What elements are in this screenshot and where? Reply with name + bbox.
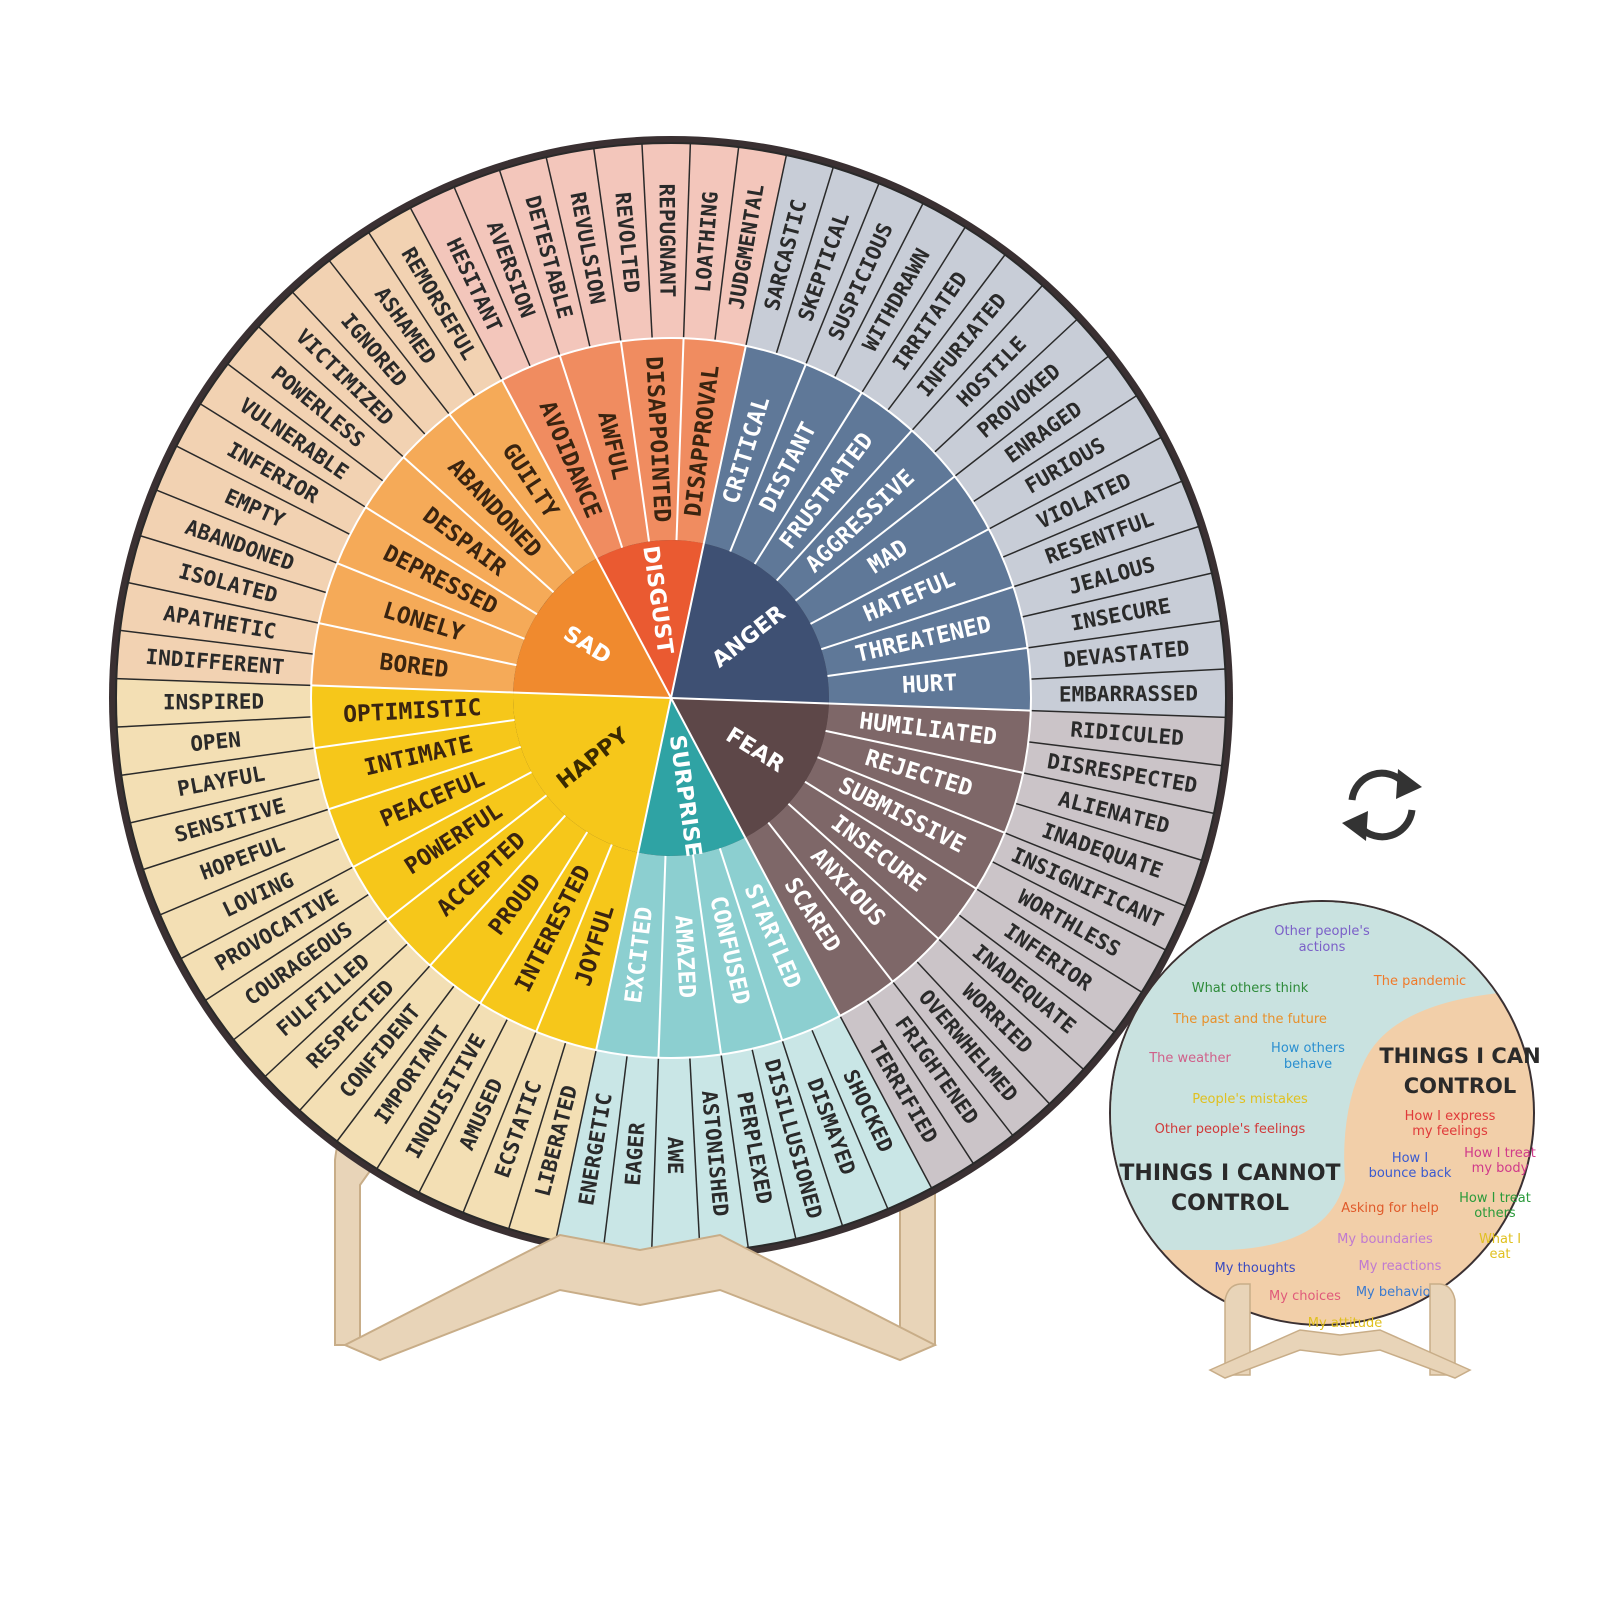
rotate-arrows-icon [1342,769,1422,841]
tertiary-label-awe: AWE [663,1136,687,1174]
cannot-control-item: The weather [1148,1051,1231,1066]
cannot-control-item: What others think [1192,981,1309,996]
can-control-item: Asking for help [1341,1201,1439,1216]
cannot-control-item: Other people's feelings [1155,1122,1306,1137]
tertiary-label-embarrassed: EMBARRASSED [1059,681,1198,706]
feelings-wheel: ANGERCRITICALSARCASTICSKEPTICALDISTANTSU… [109,136,1233,1260]
secondary-label-amazed: AMAZED [669,914,699,998]
secondary-label-hurt: HURT [901,670,958,699]
can-control-item: My boundaries [1337,1232,1433,1247]
tertiary-label-open: OPEN [189,727,242,756]
tertiary-label-repugnant: REPUGNANT [655,184,680,298]
can-control-item: My attitude [1308,1316,1382,1331]
large-wooden-stand-base [345,1235,935,1360]
cannot-control-item: The past and the future [1172,1012,1327,1027]
can-control-item: My reactions [1359,1259,1442,1274]
tertiary-label-inspired: INSPIRED [163,690,264,715]
tertiary-label-eager: EAGER [621,1121,650,1186]
can-control-item: My choices [1269,1289,1341,1304]
can-control-item: My thoughts [1215,1261,1296,1276]
cannot-control-item: People's mistakes [1192,1092,1308,1107]
cannot-control-item: The pandemic [1373,974,1466,989]
